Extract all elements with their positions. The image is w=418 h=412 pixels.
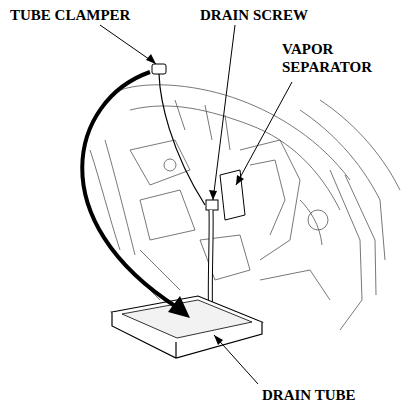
part-label: DRAIN TUBE [262, 386, 412, 404]
leader-lines [100, 25, 292, 384]
move-arrowhead [168, 296, 190, 318]
leader-heads [146, 54, 244, 345]
tube-clamper [152, 64, 205, 205]
engine-outline [90, 85, 400, 330]
part-label: DRAIN SCREW [200, 6, 340, 24]
drain-screw [206, 200, 218, 210]
drain-pan [112, 296, 262, 358]
part-label: TUBE CLAMPER [10, 6, 170, 24]
move-arrow [82, 72, 178, 308]
part-label: VAPOR SEPARATOR [282, 40, 406, 76]
